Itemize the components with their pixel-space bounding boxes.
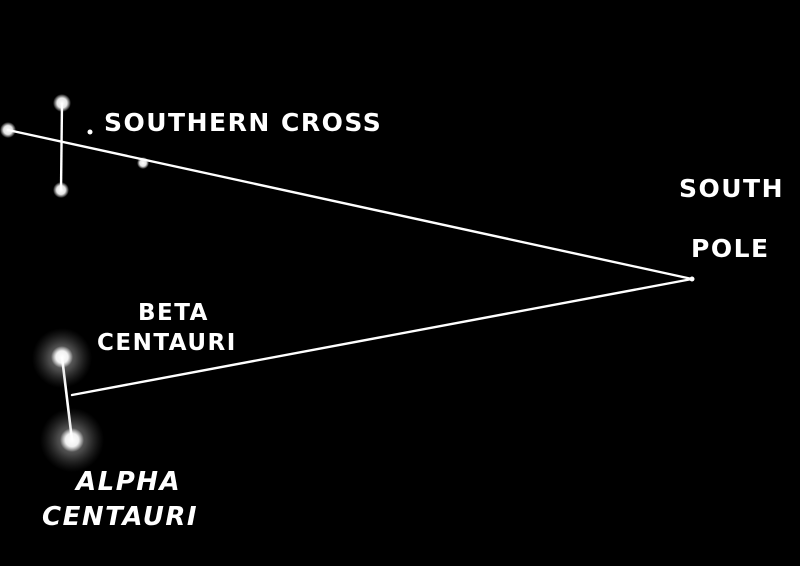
alpha-centauri-label-line1: ALPHA — [74, 467, 181, 497]
beta-centauri-label-line1: BETA — [138, 300, 209, 326]
southern-cross-vertical-bar — [59, 102, 64, 191]
southern-cross-stars — [0, 94, 149, 198]
south-pole-point — [689, 276, 695, 282]
alpha-centauri-label-line2: CENTAURI — [42, 502, 198, 532]
cross-star-left — [0, 122, 16, 138]
south-label: SOUTH — [679, 174, 784, 203]
pole-label: POLE — [691, 234, 770, 263]
cross-star-top — [53, 94, 71, 112]
alpha-centauri-star — [60, 428, 84, 452]
centauri-stars — [32, 328, 104, 472]
beta-centauri-star — [51, 346, 73, 368]
beta-centauri-label-line2: CENTAURI — [97, 330, 237, 356]
southern-cross-label: SOUTHERN CROSS — [104, 108, 382, 137]
cross-star-small — [87, 129, 93, 135]
cross-star-right — [137, 157, 149, 169]
cross-star-bottom — [53, 182, 69, 198]
centauri-pointer-line — [70, 277, 694, 397]
cross-pointer-line — [6, 128, 694, 281]
